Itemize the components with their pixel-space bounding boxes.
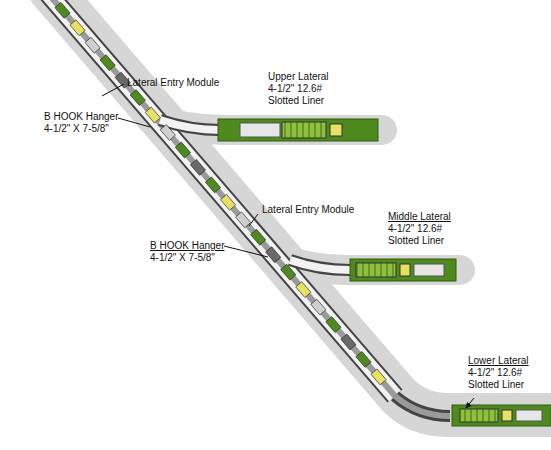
callout-label: 4-1/2" X 7-5/8": [44, 123, 134, 135]
string-component: [371, 369, 386, 385]
callout-label: Middle Lateral: [388, 211, 468, 223]
string-component: [266, 247, 281, 263]
callout-label: 4-1/2" 12.6# Slotted Liner: [468, 367, 544, 391]
string-component: [326, 317, 341, 333]
callout-label: 4-1/2" 12.6# Slotted Liner: [388, 223, 464, 247]
string-component: [311, 299, 326, 315]
lower-slotted-liner: [452, 405, 551, 426]
open-hole: [50, 0, 551, 415]
string-component: [100, 55, 115, 71]
string-components: [55, 2, 386, 384]
upper-slotted-liner: [218, 119, 378, 141]
callout-label: B HOOK Hanger: [44, 111, 124, 123]
string-component: [55, 2, 70, 18]
string-component: [175, 142, 190, 158]
callout-label: Upper Lateral: [268, 71, 348, 83]
string-component: [235, 212, 250, 228]
string-component: [145, 107, 160, 123]
callout-label: 4-1/2" X 7-5/8": [150, 252, 240, 264]
callout-label: B HOOK Hanger: [150, 240, 230, 252]
string-component: [251, 229, 266, 245]
callout-label: Lateral Entry Module: [127, 77, 247, 89]
string-component: [341, 334, 356, 350]
string-component: [85, 37, 100, 53]
string-component: [70, 20, 85, 36]
casing: [45, 0, 450, 416]
string-component: [130, 90, 145, 106]
string-component: [296, 282, 311, 298]
middle-slotted-liner: [350, 259, 456, 281]
leader-lines: [102, 84, 474, 408]
string-component: [190, 160, 205, 176]
string-component: [160, 125, 175, 141]
string-component: [220, 194, 235, 210]
string-component: [205, 177, 220, 193]
callout-label: 4-1/2" 12.6# Slotted Liner: [268, 83, 344, 107]
callout-label: Lower Lateral: [468, 355, 546, 367]
string-component: [356, 352, 371, 368]
callout-label: Lateral Entry Module: [262, 204, 382, 216]
string-component: [281, 264, 296, 280]
